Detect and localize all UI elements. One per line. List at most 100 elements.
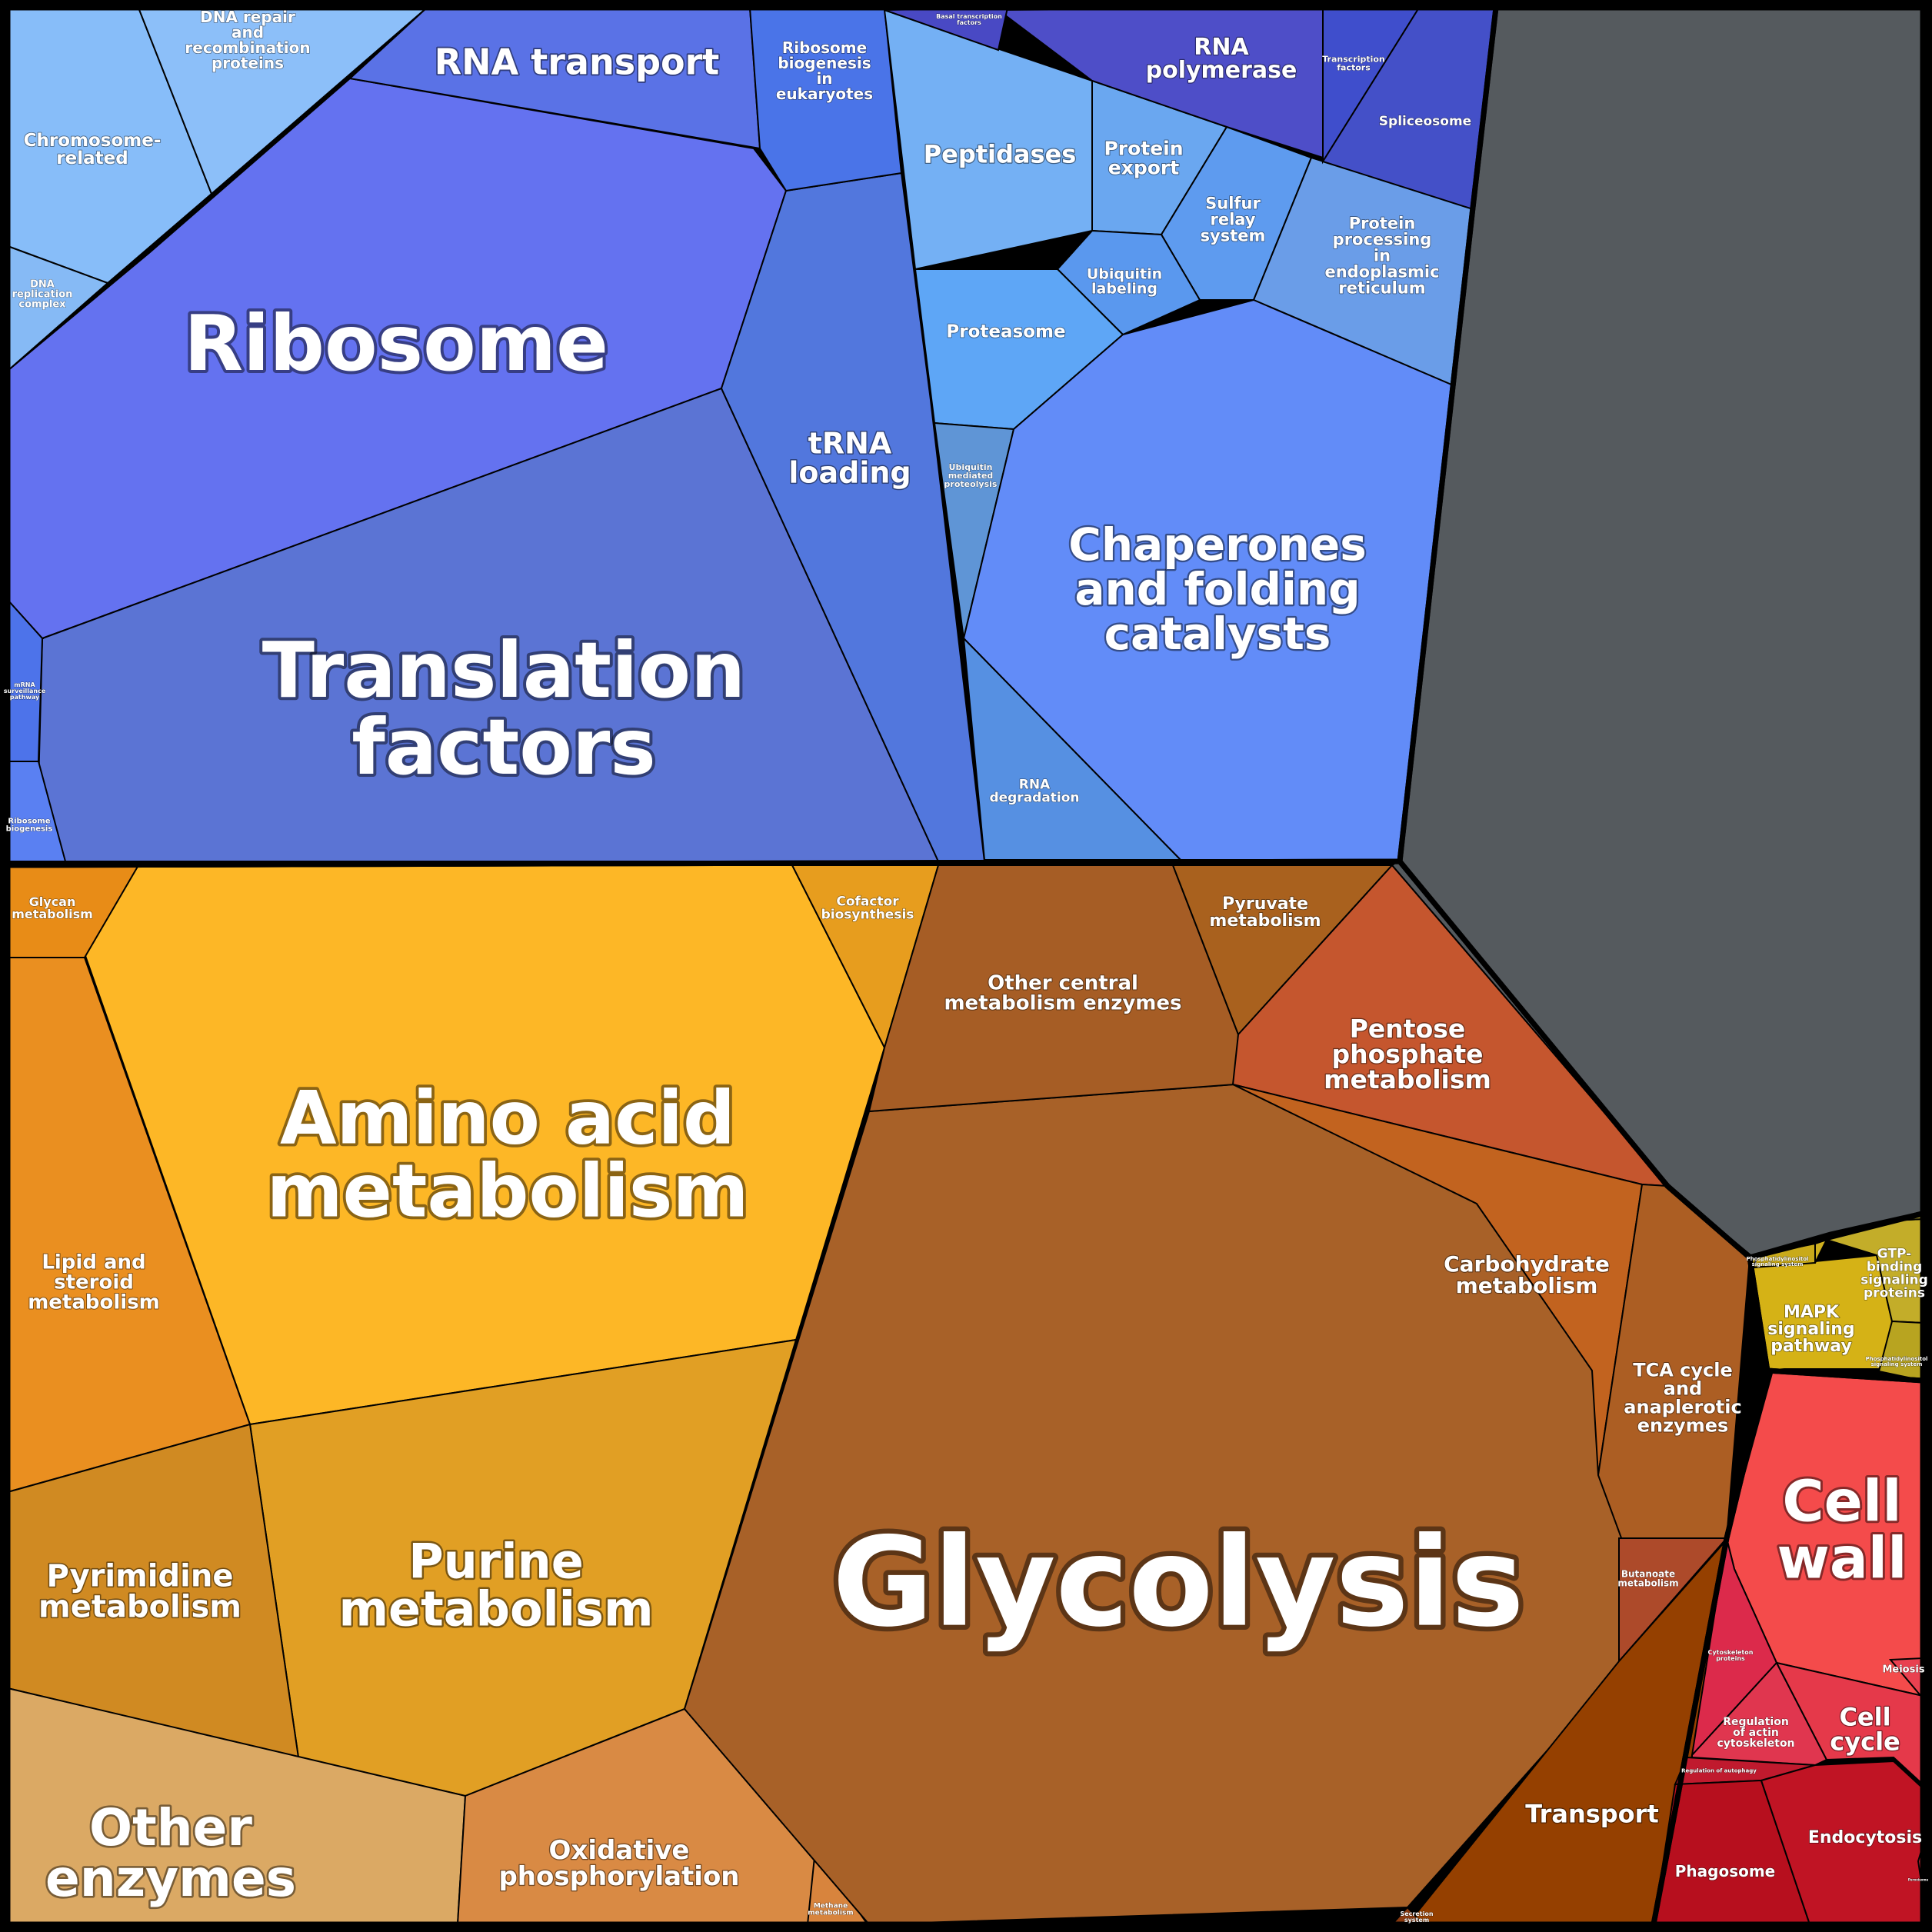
label-line: TCA cycle (1633, 1360, 1733, 1381)
label-line: pathway (1770, 1337, 1852, 1356)
label-line: in (1374, 247, 1391, 265)
label-line: Pyrimidine (47, 1558, 234, 1594)
label-line: metabolism (38, 1589, 242, 1624)
label-line: and folding (1074, 563, 1360, 615)
label-line: Phosphatidylinositol (1866, 1356, 1928, 1362)
label-line: Other central (988, 971, 1138, 994)
cell-sulfur-relay (1160, 125, 1313, 301)
label-line: Phosphatidylinositol (1747, 1256, 1809, 1262)
label-line: signaling (1767, 1320, 1854, 1339)
label-line: recombination (185, 38, 310, 57)
label-transport: Transport (1525, 1800, 1658, 1829)
label-line: and (1664, 1378, 1702, 1400)
label-line: complex (18, 299, 66, 311)
label-line: Glycan (29, 894, 76, 909)
label-line: Protein (1349, 215, 1416, 233)
label-phagosome: Phagosome (1675, 1862, 1776, 1880)
label-line: MAPK (1784, 1303, 1840, 1322)
label-line: Ribosome (8, 818, 50, 826)
label-line: Butanoate (1621, 1568, 1675, 1579)
label-peroxisome: Peroxisome (1908, 1877, 1929, 1881)
label-line: Regulation (1723, 1716, 1789, 1728)
label-line: proteins (1716, 1655, 1745, 1662)
label-glycolysis: Glycolysis (832, 1511, 1524, 1654)
label-line: anaplerotic (1624, 1397, 1741, 1418)
label-line: binding (1867, 1260, 1922, 1275)
label-line: RNA transport (435, 42, 720, 83)
label-line: Amino acid (280, 1077, 735, 1161)
label-line: polymerase (1146, 57, 1297, 84)
label-line: proteolysis (944, 479, 998, 489)
label-line: phosphorylation (498, 1861, 739, 1892)
label-line: factors (1337, 62, 1371, 72)
label-line: labeling (1091, 280, 1158, 297)
label-line: metabolism (12, 907, 93, 921)
cell-cell-cycle (1775, 1661, 1924, 1787)
label-line: Ribosome (184, 298, 608, 388)
label-line: enzymes (45, 1849, 296, 1908)
label-line: Ribosome (782, 38, 867, 57)
label-line: Peptidases (924, 140, 1077, 169)
label-line: Translation (262, 625, 745, 715)
label-line: Basal transcription (936, 13, 1002, 20)
label-line: cytoskeleton (1717, 1737, 1794, 1750)
label-line: proteins (1864, 1286, 1925, 1301)
label-endocytosis: Endocytosis (1808, 1828, 1922, 1847)
label-line: Ubiquitin (1087, 265, 1162, 282)
label-line: Pyruvate (1222, 894, 1308, 914)
label-line: Endocytosis (1808, 1828, 1922, 1847)
label-line: endoplasmic (1324, 263, 1439, 281)
label-line: steroid (54, 1271, 134, 1294)
label-line: DNA (30, 279, 55, 291)
label-line: metabolism (267, 1150, 749, 1234)
label-line: metabolism enzymes (944, 991, 1181, 1014)
label-meiosis: Meiosis (1882, 1664, 1924, 1676)
label-rna-transport: RNA transport (435, 42, 720, 83)
label-line: eukaryotes (776, 85, 873, 103)
label-line: Other (89, 1798, 252, 1857)
label-line: Oxidative (549, 1835, 690, 1866)
label-line: replication (12, 289, 73, 301)
label-line: RNA (1194, 34, 1249, 61)
label-line: Protein (1104, 138, 1183, 160)
label-line: Proteasome (946, 321, 1065, 341)
label-line: of actin (1733, 1727, 1779, 1739)
label-line: Spliceosome (1379, 114, 1471, 129)
label-line: metabolism (338, 1581, 653, 1637)
label-line: Chromosome- (24, 131, 162, 151)
label-line: metabolism (1209, 911, 1321, 931)
label-line: phosphate (1332, 1039, 1484, 1069)
label-line: processing (1333, 231, 1432, 249)
label-line: GTP- (1877, 1247, 1911, 1262)
label-line: related (56, 148, 128, 168)
label-line: DNA repair (200, 8, 295, 26)
label-spliceosome: Spliceosome (1379, 114, 1471, 129)
label-line: Cofactor (836, 894, 899, 910)
label-line: metabolism (1456, 1273, 1598, 1298)
group-borders (5, 5, 1926, 1927)
label-ribosome: Ribosome (184, 298, 608, 388)
